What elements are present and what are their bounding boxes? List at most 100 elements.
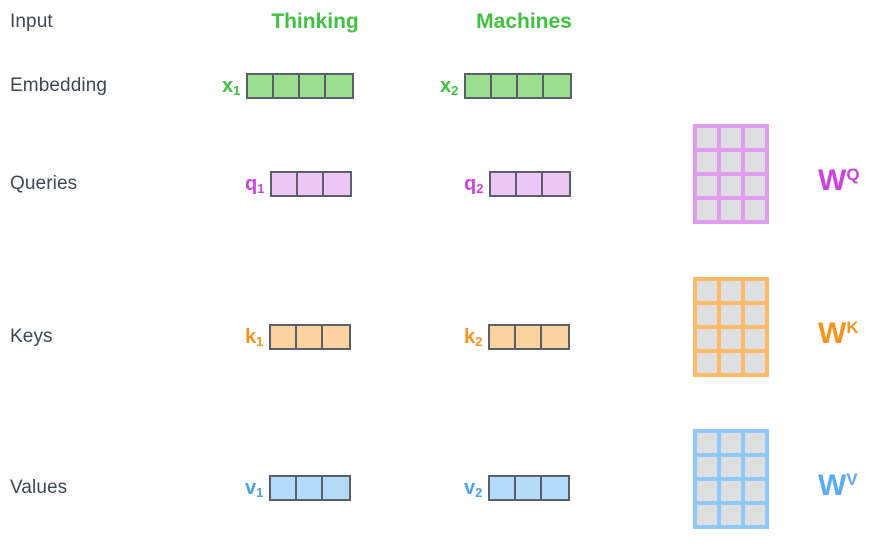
vector-cell <box>297 477 324 499</box>
matrix-cell <box>745 200 765 220</box>
vector-cell <box>298 173 325 195</box>
vector-cell <box>300 75 327 97</box>
vector-cell <box>271 326 298 348</box>
vector-cell <box>543 173 570 195</box>
vector-tag-k1: k1 <box>245 326 264 349</box>
matrix-cell <box>697 152 717 172</box>
matrix-cell <box>697 433 717 453</box>
vector-cell <box>271 477 298 499</box>
matrix-cell <box>745 433 765 453</box>
weight-matrix-superscript-v: V <box>846 470 858 489</box>
column-header-thinking: Thinking <box>271 10 359 33</box>
vector-cell <box>323 326 350 348</box>
vector-cell <box>544 75 571 97</box>
matrix-cell <box>697 128 717 148</box>
row-label-queries: Queries <box>10 173 78 194</box>
row-label-values: Values <box>10 477 68 498</box>
vector-subscript-q1: 1 <box>257 181 265 196</box>
weight-matrix-wq <box>693 124 769 224</box>
matrix-cell <box>697 281 717 301</box>
matrix-cell <box>745 353 765 373</box>
vector-tag-k2: k2 <box>464 326 483 349</box>
vector-cell <box>516 477 543 499</box>
vector-cell <box>297 326 324 348</box>
matrix-cell <box>721 505 741 525</box>
vector-cells-x1 <box>246 73 355 99</box>
vector-cell <box>490 477 517 499</box>
matrix-cell <box>721 481 741 501</box>
vector-cell <box>492 75 519 97</box>
vector-subscript-x1: 1 <box>233 83 241 98</box>
matrix-cell <box>721 176 741 196</box>
matrix-cell <box>745 176 765 196</box>
vector-cell <box>248 75 275 97</box>
column-header-machines: Machines <box>476 10 572 33</box>
matrix-cell <box>697 329 717 349</box>
query-vector-q2: q2 <box>464 170 572 198</box>
vector-tag-x1: x1 <box>222 75 241 98</box>
matrix-cell <box>697 353 717 373</box>
row-label-embedding: Embedding <box>10 75 108 96</box>
matrix-cell <box>721 200 741 220</box>
vector-cell <box>542 326 569 348</box>
embedding-vector-x1: x1 <box>222 72 355 100</box>
row-label-input: Input <box>10 11 53 32</box>
vector-subscript-k1: 1 <box>256 334 264 349</box>
vector-cells-v1 <box>269 475 352 501</box>
vector-cell <box>326 75 353 97</box>
vector-cells-q2 <box>489 171 572 197</box>
weight-matrix-label-wq: WQ <box>818 164 860 197</box>
weight-matrix-superscript-k: K <box>846 318 859 337</box>
matrix-cell <box>697 305 717 325</box>
matrix-cell <box>745 457 765 477</box>
matrix-cell <box>697 457 717 477</box>
key-vector-k1: k1 <box>245 323 352 351</box>
vector-cell <box>516 326 543 348</box>
vector-subscript-k2: 2 <box>475 334 483 349</box>
vector-cell <box>490 326 517 348</box>
vector-cell <box>466 75 493 97</box>
vector-tag-q2: q2 <box>464 173 484 196</box>
matrix-cell <box>745 505 765 525</box>
matrix-cell <box>721 152 741 172</box>
matrix-cell <box>721 128 741 148</box>
weight-matrix-wv <box>693 429 769 529</box>
matrix-cell <box>721 305 741 325</box>
value-vector-v1: v1 <box>245 474 352 502</box>
weight-matrix-wk <box>693 277 769 377</box>
key-vector-k2: k2 <box>464 323 571 351</box>
matrix-cell <box>721 353 741 373</box>
vector-cell <box>518 75 545 97</box>
vector-cell <box>274 75 301 97</box>
matrix-cell <box>745 329 765 349</box>
vector-subscript-v1: 1 <box>256 485 264 500</box>
matrix-cell <box>697 505 717 525</box>
matrix-cell <box>745 128 765 148</box>
weight-matrix-label-wv: WV <box>818 469 858 502</box>
value-vector-v2: v2 <box>464 474 571 502</box>
vector-cell <box>491 173 518 195</box>
embedding-vector-x2: x2 <box>440 72 573 100</box>
weight-matrix-label-wk: WK <box>818 317 859 350</box>
vector-cells-q1 <box>270 171 353 197</box>
vector-cells-x2 <box>464 73 573 99</box>
weight-matrix-superscript-q: Q <box>846 165 860 184</box>
query-vector-q1: q1 <box>245 170 353 198</box>
vector-cell <box>324 173 351 195</box>
vector-tag-q1: q1 <box>245 173 265 196</box>
matrix-cell <box>721 457 741 477</box>
vector-tag-v2: v2 <box>464 477 483 500</box>
matrix-cell <box>697 176 717 196</box>
vector-cell <box>272 173 299 195</box>
matrix-cell <box>721 433 741 453</box>
row-label-keys: Keys <box>10 326 53 347</box>
matrix-cell <box>697 200 717 220</box>
vector-cell <box>517 173 544 195</box>
matrix-cell <box>745 481 765 501</box>
matrix-cell <box>745 281 765 301</box>
matrix-cell <box>745 152 765 172</box>
matrix-cell <box>721 329 741 349</box>
vector-subscript-v2: 2 <box>475 485 483 500</box>
vector-cells-k2 <box>488 324 571 350</box>
